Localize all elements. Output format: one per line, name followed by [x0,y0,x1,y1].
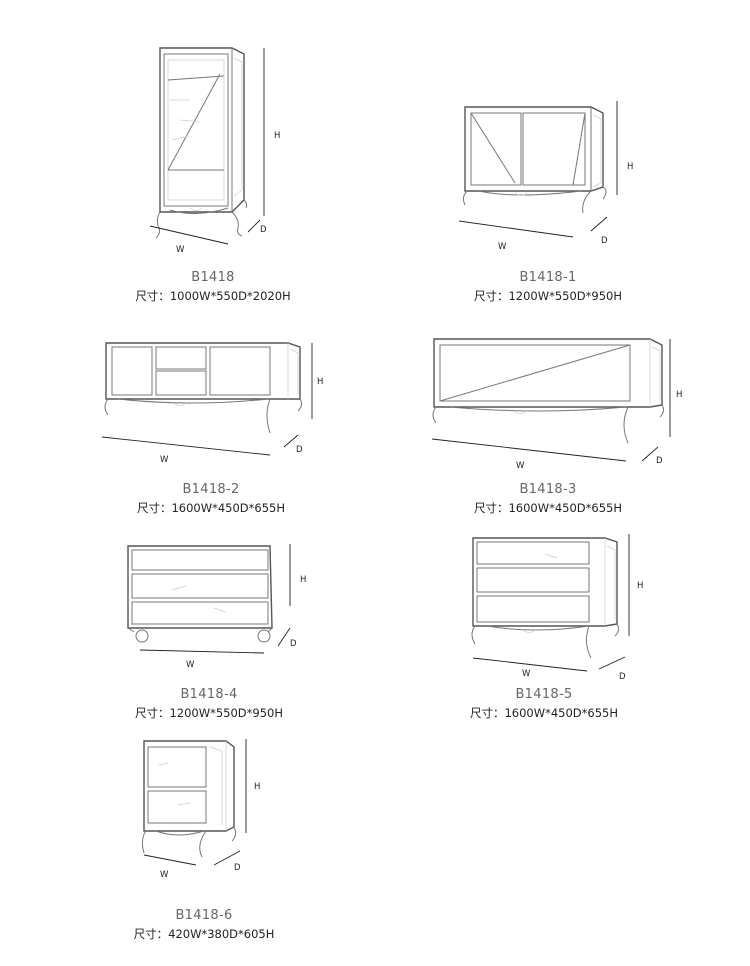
chest-of-drawers-drawing: H W D [471,534,643,682]
depth-dim-line [590,216,608,232]
caption-b1418-1: B1418-1 尺寸：1200W*550D*950H [428,270,668,304]
width-dim-line [472,657,588,672]
size-value: 1200W*550D*950H [508,289,623,303]
size-value: 420W*380D*605H [168,927,275,941]
width-label: W [176,245,185,255]
depth-dim-line [277,627,291,647]
size-value: 1600W*450D*655H [171,501,286,515]
caption-b1418-3: B1418-3 尺寸：1600W*450D*655H [428,482,668,516]
size-spec: 尺寸：420W*380D*605H [84,926,324,942]
product-card-b1418: H W D [140,40,290,260]
width-label: W [160,870,169,880]
width-label: W [522,669,531,679]
size-spec: 尺寸：1600W*450D*655H [424,705,664,721]
depth-label: D [234,863,241,873]
depth-label: D [656,456,663,466]
tv-cabinet-drawing: H W D [101,342,323,465]
depth-dim-line [283,434,299,448]
size-prefix: 尺寸： [473,289,509,303]
size-spec: 尺寸：1200W*550D*950H [89,705,329,721]
product-card-b1418-3: H W D [430,335,695,475]
caption-b1418-2: B1418-2 尺寸：1600W*450D*655H [91,482,331,516]
model-name: B1418 [191,270,235,285]
caption-b1418: B1418 尺寸：1000W*550D*2020H [93,270,333,304]
product-card-b1418-1: H W D [455,95,645,255]
depth-label: D [619,672,626,682]
depth-dim-line [247,219,261,233]
size-prefix: 尺寸： [136,501,172,515]
caption-b1418-4: B1418-4 尺寸：1200W*550D*950H [89,687,329,721]
model-name: B1418-3 [519,482,577,497]
width-dim-line [139,649,265,654]
width-dim-line [431,438,627,462]
width-dim-line [149,225,229,245]
size-prefix: 尺寸： [135,289,170,303]
product-card-b1418-4: H W D [122,540,312,675]
size-prefix: 尺寸： [469,706,505,720]
size-prefix: 尺寸： [133,927,169,941]
size-spec: 尺寸：1000W*550D*2020H [93,288,333,304]
product-card-b1418-6: H W D [138,735,278,885]
size-spec: 尺寸：1200W*550D*950H [428,288,668,304]
depth-dim-line [641,446,659,462]
model-name: B1418-6 [175,908,233,923]
product-card-b1418-2: H W D [100,335,340,470]
height-label: H [300,575,306,585]
model-name: B1418-2 [182,482,240,497]
depth-dim-line [213,850,241,866]
sideboard-drawing: H W D [458,101,633,252]
width-label: W [498,242,507,252]
size-prefix: 尺寸： [473,501,509,515]
depth-label: D [601,236,608,246]
size-value: 1600W*450D*655H [508,501,623,515]
model-name: B1418-1 [519,270,577,285]
height-label: H [274,131,280,141]
size-prefix: 尺寸： [134,706,170,720]
depth-label: D [260,225,267,235]
product-card-b1418-5: H W D [465,532,655,682]
width-dim-line [143,854,197,866]
height-label: H [317,377,323,387]
depth-dim-line [598,656,626,670]
depth-label: D [290,639,297,649]
height-label: H [254,782,260,792]
size-spec: 尺寸：1600W*450D*655H [428,500,668,516]
width-label: W [516,461,525,471]
height-label: H [676,390,682,400]
chest-drawing: H W D [127,544,306,670]
size-value: 1600W*450D*655H [504,706,619,720]
depth-label: D [296,445,303,455]
nightstand-drawing: H W D [141,739,260,880]
wardrobe-drawing: H W D [149,47,280,255]
width-label: W [186,660,195,670]
height-label: H [627,162,633,172]
caption-b1418-5: B1418-5 尺寸：1600W*450D*655H [424,687,664,721]
width-label: W [160,455,169,465]
size-value: 1000W*550D*2020H [169,289,291,303]
long-tv-cabinet-drawing: H W D [431,338,682,471]
size-value: 1200W*550D*950H [169,706,284,720]
caption-b1418-6: B1418-6 尺寸：420W*380D*605H [84,908,324,942]
height-label: H [637,581,643,591]
model-name: B1418-5 [515,687,573,702]
model-name: B1418-4 [180,687,238,702]
size-spec: 尺寸：1600W*450D*655H [91,500,331,516]
width-dim-line [458,220,574,238]
width-dim-line [101,436,271,456]
